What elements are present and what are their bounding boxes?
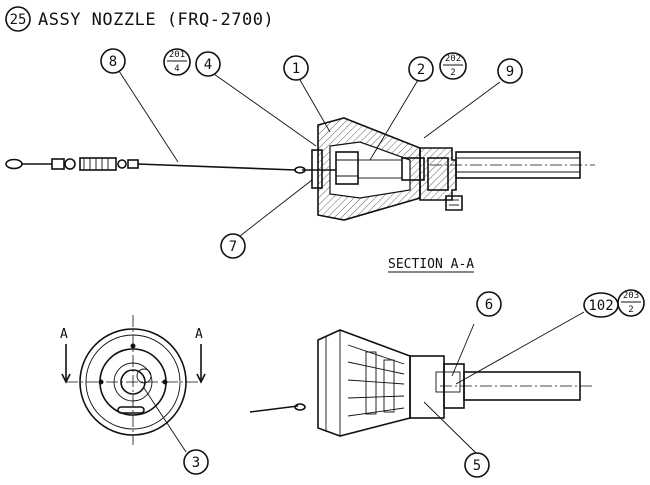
- nozzle-cone-section: [302, 117, 425, 221]
- end-view: A A: [60, 315, 206, 445]
- title-index-circle: [5, 6, 31, 32]
- callout-3: 3: [183, 449, 209, 475]
- svg-text:3: 3: [192, 455, 200, 471]
- callout-201-4: 201 4: [163, 48, 191, 76]
- callout-9: 9: [497, 58, 523, 84]
- svg-text:102: 102: [588, 298, 613, 314]
- section-marker-right: A: [195, 327, 206, 384]
- svg-text:2: 2: [628, 305, 633, 315]
- section-label: SECTION A-A: [388, 257, 474, 273]
- leader-lines: [118, 70, 585, 454]
- section-label-text: SECTION A-A: [388, 257, 474, 272]
- title-index: 25: [10, 12, 27, 28]
- cone-ribs: [347, 344, 405, 417]
- svg-text:6: 6: [485, 297, 493, 313]
- svg-text:2: 2: [417, 62, 425, 78]
- callout-203-2: 203 2: [617, 289, 645, 317]
- section-mark-right-letter: A: [195, 327, 203, 342]
- section-mark-left-letter: A: [60, 327, 68, 342]
- svg-text:203: 203: [623, 291, 639, 301]
- callout-5: 5: [464, 452, 490, 478]
- svg-text:4: 4: [204, 57, 212, 73]
- callout-8: 8: [100, 48, 126, 74]
- svg-text:1: 1: [292, 61, 300, 77]
- nozzle-body-section: [419, 147, 595, 211]
- drawing-title: 25 ASSY NOZZLE (FRQ-2700): [5, 6, 274, 32]
- svg-text:2: 2: [450, 68, 455, 78]
- exterior-view: [249, 329, 595, 437]
- callout-1: 1: [283, 55, 309, 81]
- title-text: ASSY NOZZLE (FRQ-2700): [38, 10, 274, 30]
- svg-text:201: 201: [169, 50, 185, 60]
- svg-text:8: 8: [109, 54, 117, 70]
- svg-text:7: 7: [229, 239, 237, 255]
- cable-assembly: [5, 157, 306, 174]
- svg-text:4: 4: [174, 64, 179, 74]
- svg-text:5: 5: [473, 458, 481, 474]
- callout-4: 4: [195, 51, 221, 77]
- section-view: [5, 117, 595, 221]
- callout-202-2: 202 2: [439, 52, 467, 80]
- callouts: 8 201 4 4 1 2 202 2 9: [100, 48, 645, 478]
- svg-text:202: 202: [445, 54, 461, 64]
- callout-2: 2: [408, 56, 434, 82]
- svg-text:9: 9: [506, 64, 514, 80]
- callout-7: 7: [220, 233, 246, 259]
- callout-102: 102: [583, 292, 619, 318]
- section-marker-left: A: [60, 327, 71, 384]
- callout-6: 6: [476, 291, 502, 317]
